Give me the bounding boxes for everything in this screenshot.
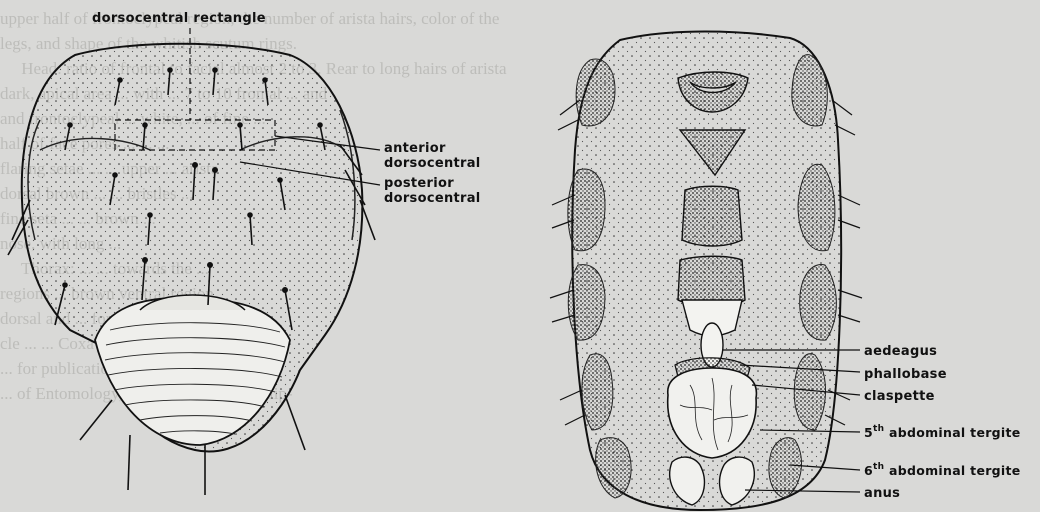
posterior-dorsocentral-label-line2: dorsocentral: [384, 191, 481, 206]
tergite6-label: 6th abdominal tergite: [864, 462, 1021, 478]
anterior-dorsocentral-label-line1: anterior: [384, 141, 446, 156]
posterior-dorsocentral-label-line1: posterior: [384, 176, 454, 191]
anus-label: anus: [864, 486, 900, 501]
anterior-dorsocentral-label-line2: dorsocentral: [384, 156, 481, 171]
aedeagus-label: aedeagus: [864, 344, 937, 359]
thorax-figure: dorsocentral rectangle anterior dorsocen…: [8, 11, 481, 495]
tergite5-label: 5th abdominal tergite: [864, 424, 1021, 440]
dorsocentral-rectangle-label: dorsocentral rectangle: [92, 11, 266, 26]
claspette-label: claspette: [864, 389, 935, 404]
phallobase-label: phallobase: [864, 367, 947, 382]
square-sclerite-upper: [682, 186, 742, 246]
abdomen-figure: aedeagus phallobase claspette 5th abdomi…: [550, 32, 1021, 511]
